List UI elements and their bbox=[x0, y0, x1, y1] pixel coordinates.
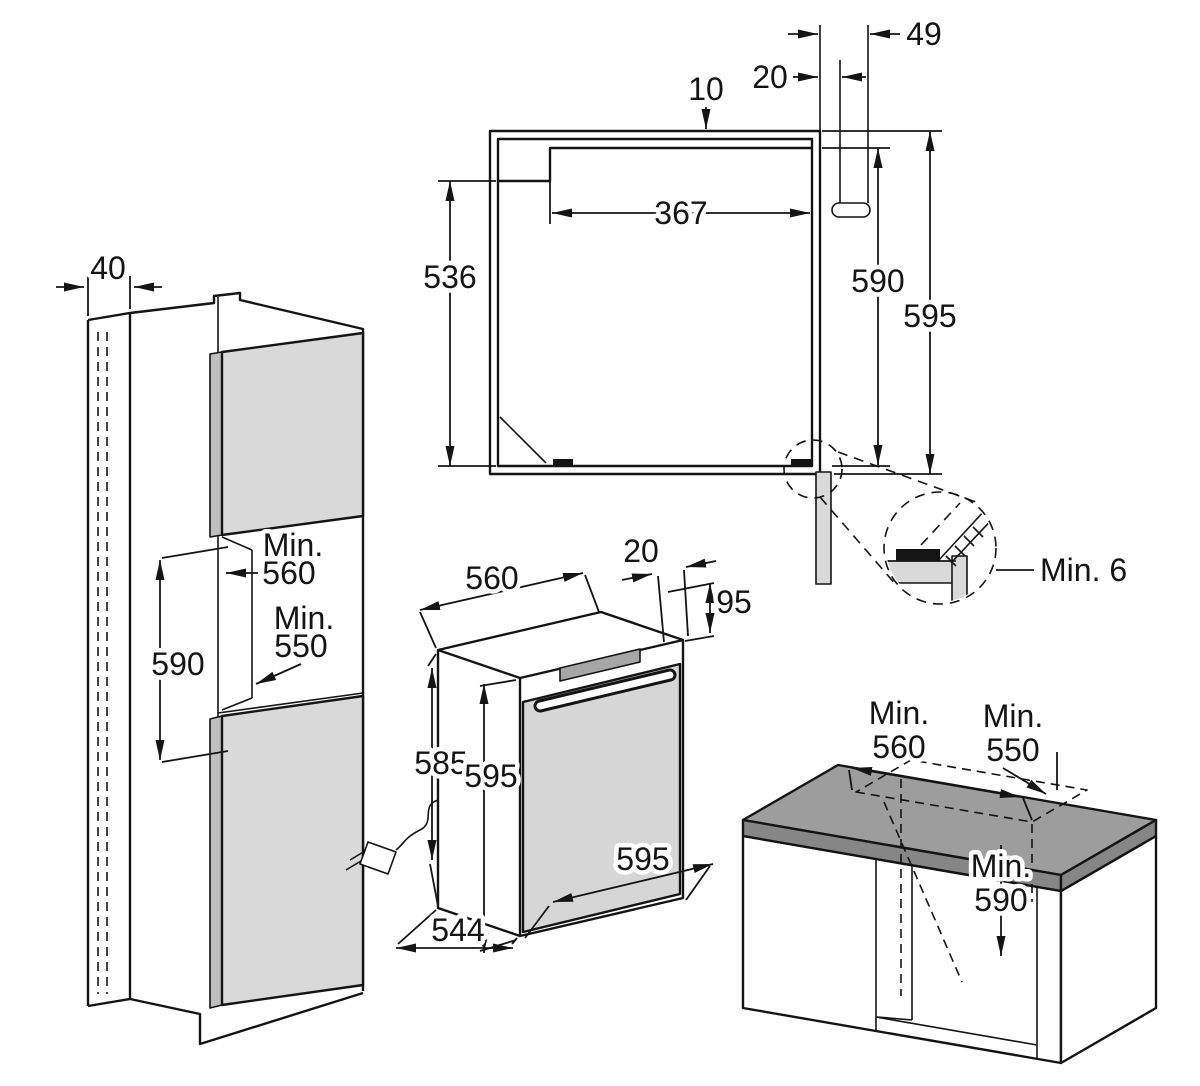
dim-595-cutout: 595 bbox=[822, 130, 961, 475]
dim-20-oven: 20 bbox=[619, 529, 717, 643]
dim-label-560: 560 bbox=[262, 555, 315, 591]
oven-niche bbox=[217, 536, 364, 714]
dim-label-550: 550 bbox=[274, 628, 327, 664]
lower-door-panel bbox=[220, 694, 365, 1007]
dim-536: 536 bbox=[419, 180, 496, 467]
dim-label-min: Min. bbox=[274, 600, 334, 636]
oven-figure: 560 20 95 585 595 bbox=[345, 529, 756, 953]
dim-10: 10 bbox=[684, 67, 728, 129]
dim-label-595: 595 bbox=[464, 758, 517, 794]
dim-label-49: 49 bbox=[906, 16, 942, 52]
dim-label-585: 585 bbox=[414, 745, 467, 781]
dim-label-40: 40 bbox=[90, 250, 126, 286]
dim-label-560: 560 bbox=[465, 560, 518, 596]
dim-min-550-worktop: Min. 550 bbox=[978, 694, 1048, 795]
seal-detail bbox=[896, 549, 940, 561]
detail-content bbox=[886, 502, 994, 602]
upper-door-edge bbox=[209, 351, 223, 538]
dim-label-min: Min. bbox=[983, 698, 1043, 734]
dim-label-536: 536 bbox=[423, 259, 476, 295]
dim-label-10: 10 bbox=[688, 71, 724, 107]
cutout-step-edge bbox=[498, 146, 812, 183]
dim-595-height: 595 bbox=[460, 679, 522, 953]
dim-95: 95 bbox=[667, 580, 756, 642]
dim-min-560: Min. 560 bbox=[226, 523, 328, 596]
cabinet-frame bbox=[488, 129, 822, 476]
dim-label-590: 590 bbox=[851, 263, 904, 299]
dim-590-niche: 590 bbox=[147, 546, 229, 763]
dim-label-367: 367 bbox=[654, 195, 707, 231]
cutout-front-view-figure: 10 20 49 367 536 590 bbox=[419, 12, 1132, 605]
dim-min-560-worktop: Min. 560 bbox=[848, 691, 1033, 821]
upper-door-panel bbox=[220, 331, 365, 537]
dim-label-595: 595 bbox=[903, 298, 956, 334]
detail-callout: Min. 6 bbox=[783, 439, 1132, 605]
dim-label-min: Min. bbox=[869, 695, 929, 731]
detail-circle-large bbox=[883, 491, 997, 605]
dim-label-595: 595 bbox=[616, 841, 669, 877]
dim-label-min: Min. bbox=[971, 848, 1031, 884]
worktop-right-edge bbox=[1059, 818, 1158, 893]
detail-circle-small bbox=[783, 439, 843, 499]
dim-544: 544 bbox=[396, 908, 518, 953]
corner-chamfer-line bbox=[499, 416, 547, 464]
dim-label-560: 560 bbox=[872, 729, 925, 765]
side-reference-lines bbox=[815, 25, 871, 585]
dim-label-550: 550 bbox=[986, 732, 1039, 768]
dim-min-590-niche: Min. 590 bbox=[966, 844, 1036, 956]
dim-367: 367 bbox=[549, 181, 810, 236]
dim-label-590: 590 bbox=[151, 646, 204, 682]
dim-585: 585 bbox=[410, 653, 472, 907]
dim-595-width: 595 bbox=[524, 837, 714, 939]
power-plug bbox=[359, 841, 397, 875]
cabinet-outline bbox=[86, 291, 365, 1046]
dim-49: 49 bbox=[788, 12, 946, 57]
side-panel-hidden-lines bbox=[97, 332, 108, 994]
base-cabinet-figure: Min. 560 Min. 550 Min. 590 bbox=[741, 691, 1158, 1065]
worktop-profile-bar bbox=[831, 202, 871, 218]
dim-label-min6: Min. 6 bbox=[1040, 552, 1127, 588]
lower-door-edge bbox=[209, 715, 223, 1009]
sealing-strips bbox=[553, 459, 811, 466]
dim-label-min: Min. bbox=[263, 527, 323, 563]
dim-40: 40 bbox=[56, 246, 162, 316]
dim-20-top: 20 bbox=[748, 55, 866, 100]
dim-label-590: 590 bbox=[974, 882, 1027, 918]
side-panel-strip bbox=[815, 471, 832, 585]
niche-interior bbox=[875, 859, 1038, 1059]
dim-560-oven: 560 bbox=[419, 556, 600, 649]
dim-label-20: 20 bbox=[623, 533, 659, 569]
dim-min-550: Min. 550 bbox=[255, 596, 339, 685]
oven-control-recess bbox=[559, 648, 641, 682]
dim-label-544: 544 bbox=[431, 912, 484, 948]
oven-handle bbox=[533, 668, 677, 713]
tall-cabinet-figure: 40 Min. 560 Min. 550 590 bbox=[56, 246, 365, 1046]
dim-label-20: 20 bbox=[752, 59, 788, 95]
dim-590-cutout: 590 bbox=[822, 147, 909, 467]
dim-label-95: 95 bbox=[716, 584, 752, 620]
